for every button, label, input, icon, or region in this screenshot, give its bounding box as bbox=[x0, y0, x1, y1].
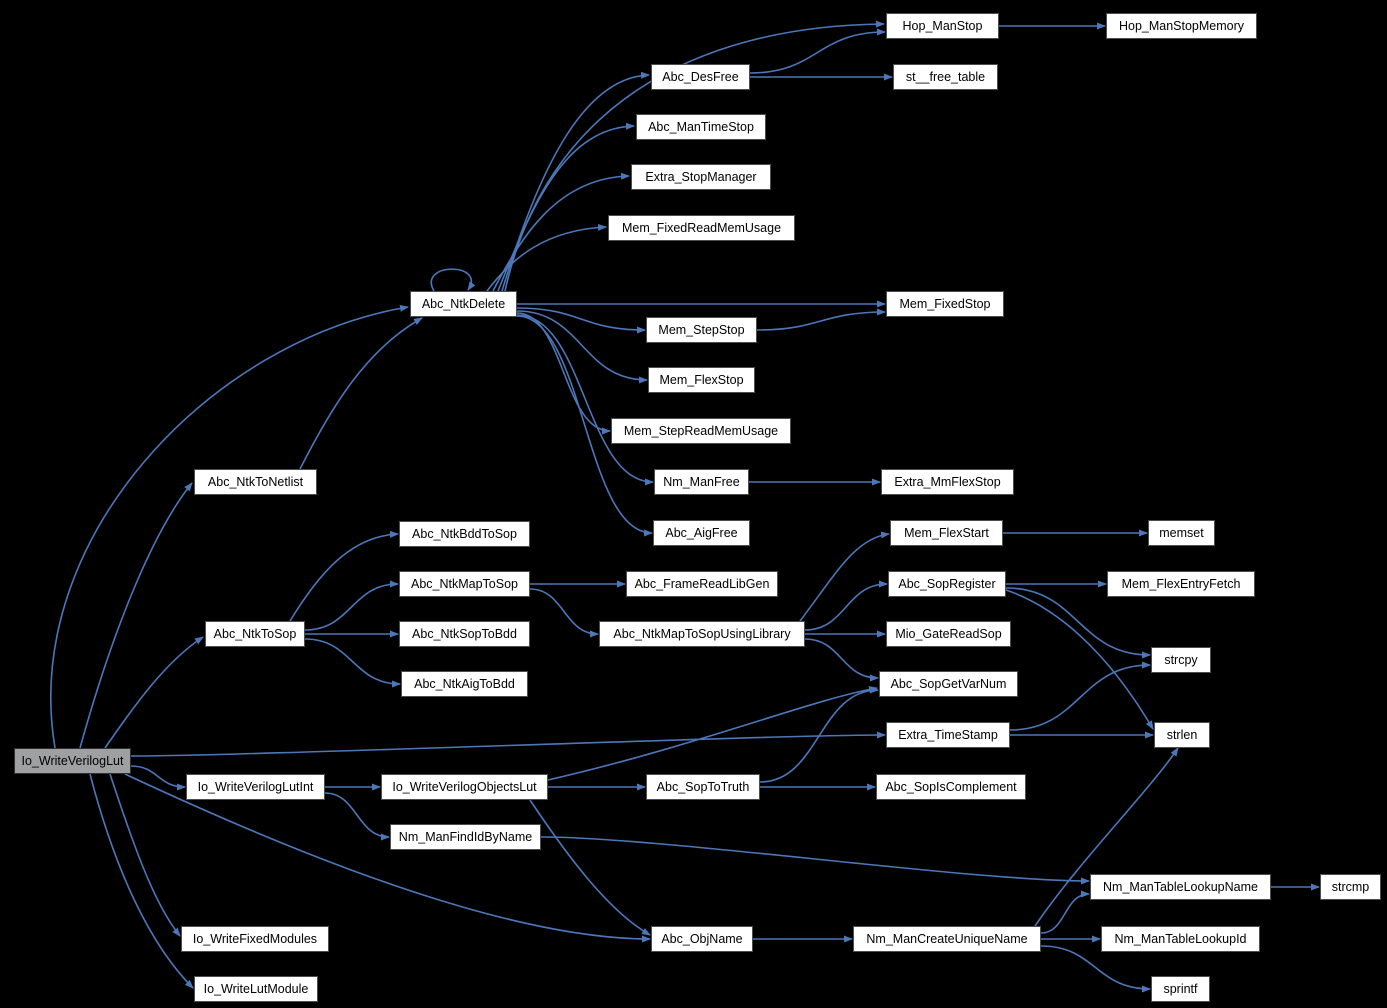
node-mem-fixedstop[interactable]: Mem_FixedStop bbox=[886, 291, 1004, 317]
node-strlen[interactable]: strlen bbox=[1154, 722, 1210, 748]
node-strcmp[interactable]: strcmp bbox=[1320, 874, 1381, 900]
edge-nm-mancreateuniquename-to-strlen bbox=[1034, 747, 1179, 927]
node-mem-flexstop[interactable]: Mem_FlexStop bbox=[648, 367, 755, 393]
edge-abc-soptotruth-to-abc-sopgetvarnum bbox=[759, 686, 879, 783]
node-sprintf[interactable]: sprintf bbox=[1151, 976, 1210, 1002]
node-abc-ntkaigtobdd[interactable]: Abc_NtkAigToBdd bbox=[401, 671, 528, 697]
edge-abc-ntktonetlist-to-abc-ntkdelete bbox=[299, 317, 423, 470]
edge-nm-manfindidbyname-to-nm-mantablelookupname bbox=[540, 836, 1090, 885]
edge-nm-mancreateuniquename-to-sprintf bbox=[1040, 945, 1151, 993]
edge-abc-sopregister-to-strlen bbox=[1005, 589, 1154, 730]
node-hop-manstopmemory[interactable]: Hop_ManStopMemory bbox=[1106, 13, 1257, 39]
edge-abc-ntkdelete-to-mem-stepreadmemusage bbox=[516, 312, 611, 435]
node-st-free-table[interactable]: st__free_table bbox=[893, 64, 998, 90]
edge-abc-ntkmaptosopusinglibrary-to-abc-sopgetvarnum bbox=[804, 638, 879, 682]
edge-io-writeveriloglut-to-abc-ntkdelete bbox=[50, 304, 409, 749]
edge-nm-mancreateuniquename-to-nm-mantablelookupname bbox=[1040, 890, 1090, 934]
node-abc-framereadlibgen[interactable]: Abc_FrameReadLibGen bbox=[626, 571, 778, 597]
node-abc-ntkmaptosop[interactable]: Abc_NtkMapToSop bbox=[399, 571, 530, 597]
edge-abc-ntkmaptosop-to-abc-ntkmaptosopusinglibrary bbox=[529, 588, 599, 638]
edge-io-writeveriloglut-to-abc-ntktosop bbox=[104, 636, 204, 749]
node-abc-sopregister[interactable]: Abc_SopRegister bbox=[888, 571, 1006, 597]
edge-abc-ntkdelete-to-nm-manfree bbox=[516, 314, 654, 486]
edge-io-writeveriloglut-to-extra-timestamp bbox=[130, 731, 886, 757]
node-mio-gatereadsop[interactable]: Mio_GateReadSop bbox=[886, 621, 1011, 647]
edge-abc-ntkdelete-to-mem-flexstop bbox=[516, 310, 648, 384]
edge-abc-ntktosop-to-abc-ntkmaptosop bbox=[304, 580, 399, 631]
node-io-writeverilogobjectslut[interactable]: Io_WriteVerilogObjectsLut bbox=[381, 774, 548, 800]
edge-abc-ntkdelete-to-mem-fixedreadmemusage bbox=[486, 223, 607, 292]
node-extra-stopmanager[interactable]: Extra_StopManager bbox=[631, 164, 771, 190]
node-abc-mantimestop[interactable]: Abc_ManTimeStop bbox=[636, 114, 766, 140]
node-abc-ntkdelete[interactable]: Abc_NtkDelete bbox=[410, 291, 517, 317]
node-abc-ntkbddtosop[interactable]: Abc_NtkBddToSop bbox=[399, 521, 530, 547]
node-mem-fixedreadmemusage[interactable]: Mem_FixedReadMemUsage bbox=[608, 215, 795, 241]
node-abc-sopgetvarnum[interactable]: Abc_SopGetVarNum bbox=[879, 671, 1018, 697]
edge-io-writeveriloglut-to-abc-ntktonetlist bbox=[79, 482, 193, 749]
node-abc-ntktonetlist[interactable]: Abc_NtkToNetlist bbox=[194, 469, 317, 495]
node-io-writeveriloglutint[interactable]: Io_WriteVerilogLutInt bbox=[186, 774, 325, 800]
edge-abc-ntkdelete-to-mem-stepstop bbox=[516, 307, 646, 334]
node-abc-ntksoptobdd[interactable]: Abc_NtkSopToBdd bbox=[399, 621, 530, 647]
edge-extra-timestamp-to-strcpy bbox=[1009, 661, 1151, 731]
edge-abc-ntkdelete-to-abc-ntkdelete bbox=[430, 268, 476, 292]
edge-abc-ntkdelete-to-abc-desfree bbox=[501, 71, 650, 292]
edge-mem-stepstop-to-mem-fixedstop bbox=[756, 308, 886, 331]
edge-io-writeverilogobjectslut-to-abc-sopgetvarnum bbox=[547, 685, 878, 781]
edge-abc-ntkmaptosopusinglibrary-to-abc-sopregister bbox=[804, 580, 888, 631]
edges-group bbox=[50, 20, 1320, 993]
node-io-writelutmodule[interactable]: Io_WriteLutModule bbox=[194, 976, 318, 1002]
edge-abc-ntktosop-to-abc-ntkaigtobdd bbox=[304, 638, 401, 688]
node-nm-manfree[interactable]: Nm_ManFree bbox=[654, 469, 749, 495]
edge-io-writeverilogobjectslut-to-abc-objname bbox=[529, 799, 651, 936]
node-nm-mantablelookupname[interactable]: Nm_ManTableLookupName bbox=[1090, 874, 1271, 900]
edge-io-writeveriloglut-to-io-writeveriloglutint bbox=[130, 765, 186, 791]
node-abc-ntkmaptosopusinglibrary[interactable]: Abc_NtkMapToSopUsingLibrary bbox=[599, 621, 805, 647]
edge-abc-sopregister-to-strcpy bbox=[1005, 587, 1151, 659]
node-abc-objname[interactable]: Abc_ObjName bbox=[651, 926, 753, 952]
edge-abc-desfree-to-hop-manstop bbox=[749, 28, 886, 74]
node-extra-mmflexstop[interactable]: Extra_MmFlexStop bbox=[881, 469, 1014, 495]
node-abc-ntktosop[interactable]: Abc_NtkToSop bbox=[205, 621, 305, 647]
node-mem-stepreadmemusage[interactable]: Mem_StepReadMemUsage bbox=[611, 418, 791, 444]
node-nm-mancreateuniquename[interactable]: Nm_ManCreateUniqueName bbox=[853, 926, 1041, 952]
edge-io-writeveriloglut-to-io-writelutmodule bbox=[89, 773, 194, 989]
node-io-writefixedmodules[interactable]: Io_WriteFixedModules bbox=[181, 926, 329, 952]
node-nm-mantablelookupid[interactable]: Nm_ManTableLookupId bbox=[1101, 926, 1260, 952]
node-io-writeveriloglut: Io_WriteVerilogLut bbox=[14, 748, 131, 774]
node-abc-sopiscomplement[interactable]: Abc_SopIsComplement bbox=[876, 774, 1026, 800]
node-extra-timestamp[interactable]: Extra_TimeStamp bbox=[886, 722, 1010, 748]
node-mem-stepstop[interactable]: Mem_StepStop bbox=[646, 317, 757, 343]
edge-io-writeveriloglut-to-io-writefixedmodules bbox=[109, 773, 181, 937]
edge-abc-ntkdelete-to-abc-aigfree bbox=[516, 315, 653, 537]
node-abc-soptotruth[interactable]: Abc_SopToTruth bbox=[646, 774, 760, 800]
edge-abc-ntktosop-to-abc-ntkbddtosop bbox=[289, 530, 399, 622]
edge-io-writeveriloglut-to-abc-objname bbox=[124, 773, 651, 943]
edge-io-writeveriloglutint-to-nm-manfindidbyname bbox=[324, 792, 390, 841]
node-memset[interactable]: memset bbox=[1148, 520, 1215, 546]
node-strcpy[interactable]: strcpy bbox=[1151, 647, 1211, 673]
node-mem-flexentryfetch[interactable]: Mem_FlexEntryFetch bbox=[1107, 571, 1255, 597]
node-abc-desfree[interactable]: Abc_DesFree bbox=[651, 64, 750, 90]
node-nm-manfindidbyname[interactable]: Nm_ManFindIdByName bbox=[390, 824, 541, 850]
node-hop-manstop[interactable]: Hop_ManStop bbox=[886, 13, 999, 39]
edge-abc-ntkmaptosopusinglibrary-to-mem-flexstart bbox=[799, 531, 890, 622]
edge-abc-ntkdelete-to-abc-mantimestop bbox=[497, 122, 635, 292]
node-mem-flexstart[interactable]: Mem_FlexStart bbox=[890, 520, 1003, 546]
node-abc-aigfree[interactable]: Abc_AigFree bbox=[653, 520, 750, 546]
